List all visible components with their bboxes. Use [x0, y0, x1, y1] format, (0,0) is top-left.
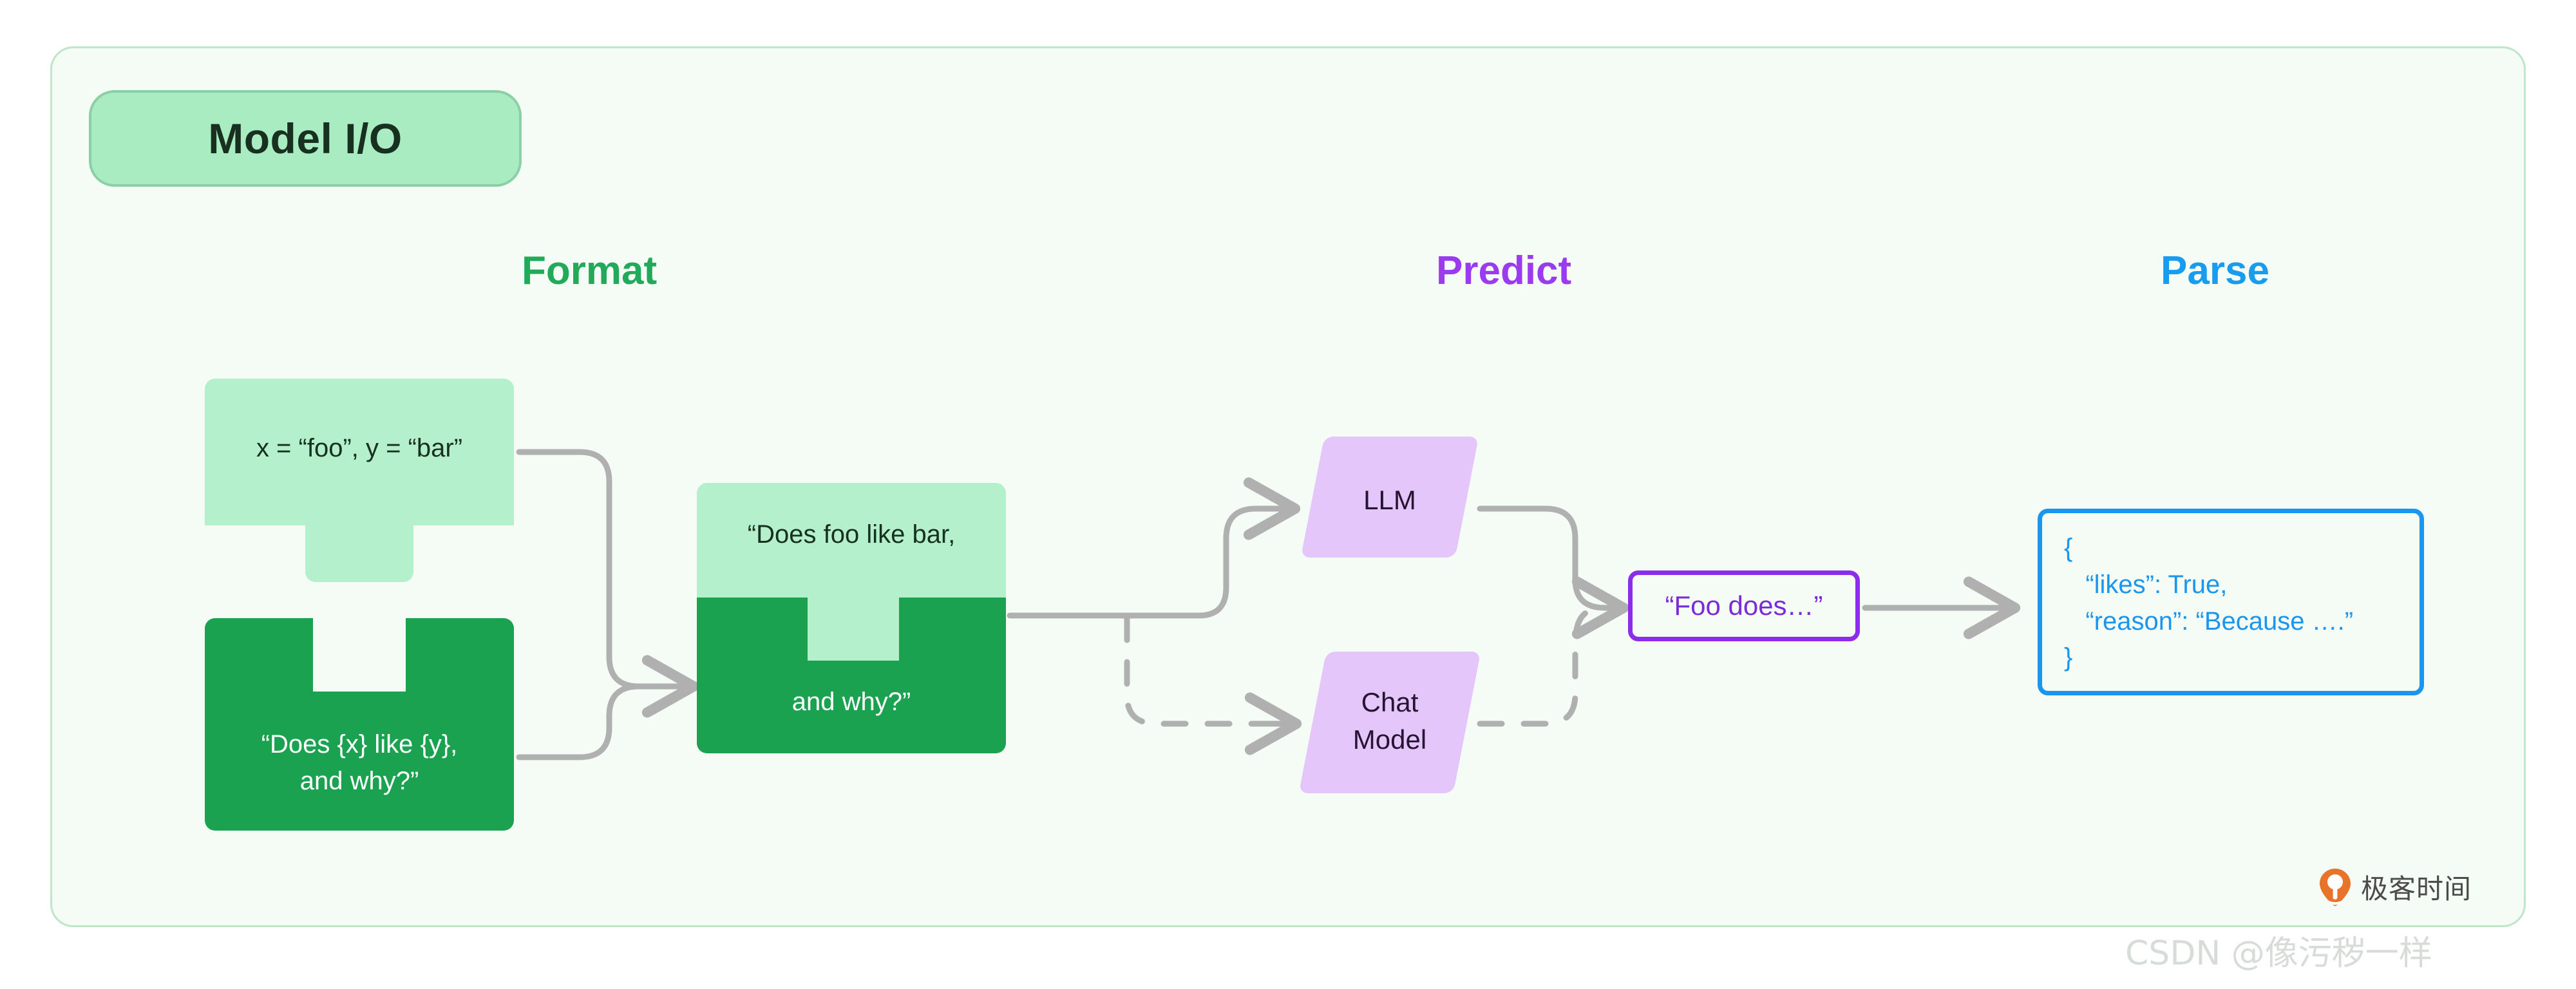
model-response-box[interactable]: “Foo does…”	[1628, 570, 1860, 641]
section-heading-predict: Predict	[1436, 249, 1572, 293]
llm-node-label: LLM	[1363, 485, 1416, 515]
wire-vars-to-merged	[516, 449, 642, 690]
json-line: “reason”: “Because ….”	[2064, 607, 2354, 636]
merged-dark-right	[899, 598, 1006, 664]
parsed-json-box[interactable]: { “likes”: True, “reason”: “Because ….” …	[2038, 509, 2424, 695]
json-line: {	[2064, 534, 2073, 562]
puzzle-piece-template-left-shoulder	[205, 618, 313, 695]
puzzle-piece-template[interactable]: “Does {x} like {y}, and why?”	[205, 618, 514, 831]
merged-dark-base	[697, 661, 1006, 753]
merged-light-top	[697, 483, 1006, 599]
model-io-badge-label: Model I/O	[208, 115, 402, 162]
model-response-text: “Foo does…”	[1665, 590, 1823, 621]
section-heading-format: Format	[522, 249, 658, 293]
puzzle-piece-variables[interactable]: x = “foo”, y = “bar”	[205, 379, 514, 582]
wire-split-chat	[1124, 615, 1259, 727]
json-line: }	[2064, 643, 2073, 672]
puzzle-piece-merged[interactable]: “Does foo like bar, and why?”	[697, 483, 1006, 753]
puzzle-piece-variables-body	[205, 379, 514, 525]
section-heading-parse: Parse	[2161, 249, 2269, 293]
puzzle-piece-variables-tab	[305, 522, 413, 582]
json-line: “likes”: True,	[2064, 570, 2228, 599]
wire-split-llm	[1124, 505, 1259, 619]
merged-bottom-label: and why?”	[791, 688, 911, 716]
merged-top-label: “Does foo like bar,	[747, 520, 956, 549]
puzzle-piece-template-right-shoulder	[406, 618, 514, 695]
csdn-watermark: CSDN @像污秽一样	[2125, 934, 2432, 973]
wire-llm-to-response	[1477, 505, 1608, 611]
puzzle-piece-template-label: “Does {x} like {y}, and why?”	[261, 730, 458, 795]
wire-template-to-merged	[516, 683, 642, 760]
chat-model-node-label: Chat Model	[1352, 687, 1427, 755]
geektime-logo-text: 极客时间	[2361, 873, 2472, 905]
wire-chat-to-response	[1477, 607, 1594, 727]
model-io-badge[interactable]: Model I/O	[89, 90, 522, 187]
puzzle-piece-template-base	[205, 692, 514, 831]
geektime-pin-icon	[2320, 868, 2351, 906]
geektime-logo: 极客时间	[2318, 867, 2472, 907]
merged-dark-left	[697, 598, 808, 664]
puzzle-piece-variables-label: x = “foo”, y = “bar”	[256, 434, 463, 462]
merged-light-tab	[805, 595, 902, 664]
